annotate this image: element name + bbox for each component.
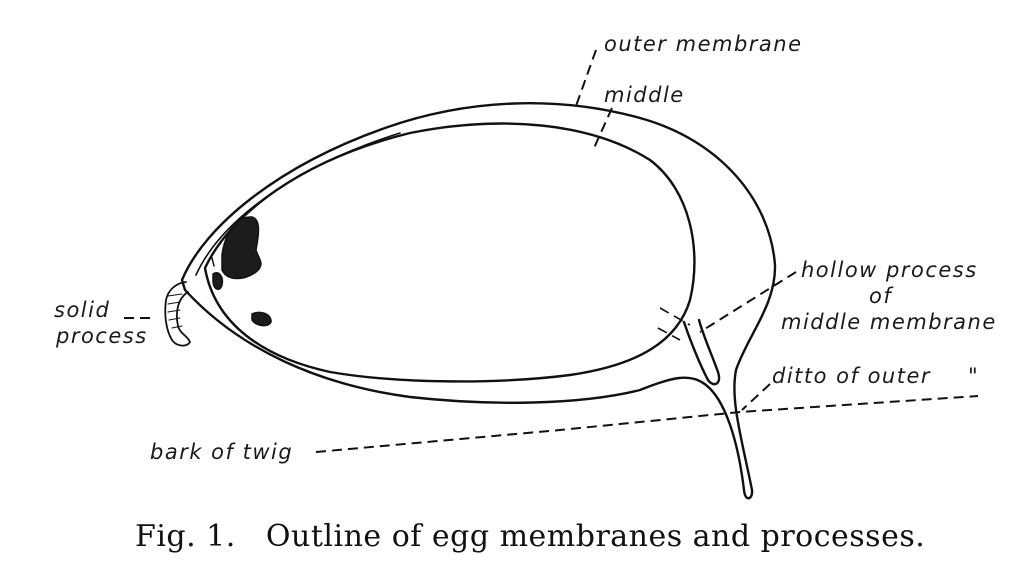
leader-ditto-outer <box>741 383 771 411</box>
leader-hollow-process <box>699 271 797 333</box>
outer-membrane-outline <box>180 102 777 500</box>
figure-caption: Fig. 1. Outline of egg membranes and pro… <box>135 519 925 554</box>
dark-spot-small <box>212 272 224 290</box>
bark-of-twig-line <box>315 395 979 453</box>
label-solid-process-1: solid <box>54 298 110 322</box>
spot-mark <box>211 257 215 267</box>
leader-outer-membrane <box>575 49 597 107</box>
leader-middle <box>593 107 613 149</box>
label-hollow-process-3: middle membrane <box>781 310 997 334</box>
hollow-process-dashes <box>657 307 691 341</box>
label-outer-membrane: outer membrane <box>604 32 803 56</box>
label-hollow-process-1: hollow process <box>801 258 978 282</box>
label-middle: middle <box>604 83 685 107</box>
dark-spot-large <box>221 216 262 280</box>
label-ditto-mark: " <box>968 364 979 388</box>
inner-contour <box>195 132 401 276</box>
middle-membrane-outline <box>203 122 696 383</box>
label-hollow-process-2: of <box>869 284 894 308</box>
solid-process-texture <box>167 293 183 329</box>
label-solid-process-2: process <box>55 324 148 348</box>
dark-spot-lower <box>251 311 272 327</box>
label-bark-of-twig: bark of twig <box>150 440 293 464</box>
solid-process <box>164 281 191 347</box>
hollow-process <box>682 318 721 386</box>
label-ditto-of-outer: ditto of outer <box>772 364 931 388</box>
